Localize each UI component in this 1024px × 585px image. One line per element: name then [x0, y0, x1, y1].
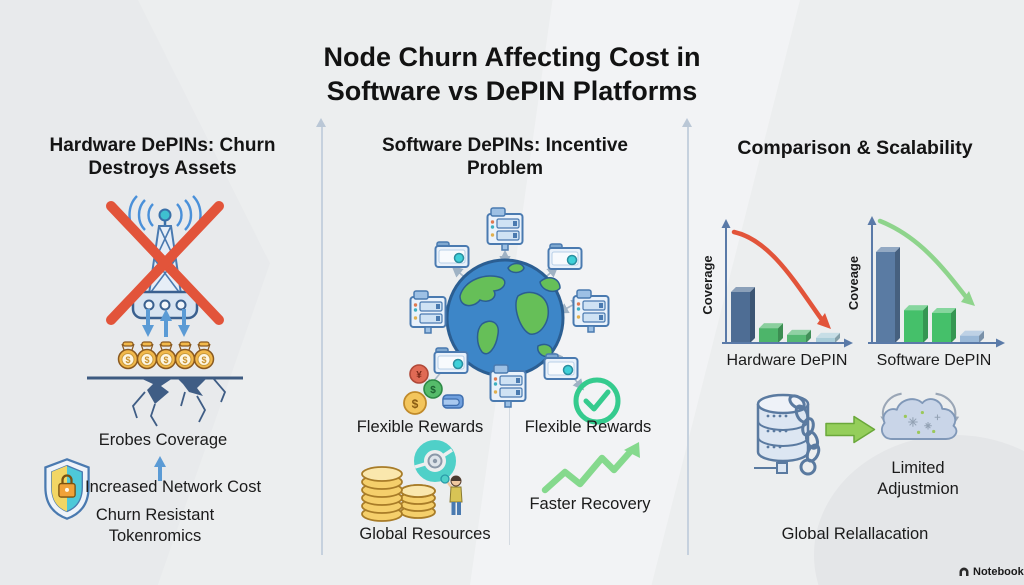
svg-text:$: $	[125, 355, 130, 365]
page-title: Node Churn Affecting Cost in Software vs…	[323, 42, 701, 106]
growth-arrow-icon	[541, 442, 640, 494]
folder-icon	[434, 241, 470, 268]
comparison-section-header: Comparison & Scalability	[737, 137, 973, 159]
red-cross-icon	[106, 201, 224, 325]
flow-arrows-icon	[142, 309, 190, 337]
svg-text:$: $	[412, 397, 419, 411]
sub-divider	[509, 372, 510, 545]
money-bags-icon: $ $ $ $ $	[117, 341, 215, 370]
divider-arrow-icon	[682, 118, 692, 127]
block-arrow-icon	[825, 415, 876, 444]
shield-lock-icon	[44, 458, 90, 520]
global-resources-label: Global Resources	[359, 525, 491, 543]
svg-text:Coverage: Coverage	[700, 255, 715, 314]
server-icon	[489, 364, 527, 408]
hardware-chart-label: Hardware DePIN	[726, 352, 848, 369]
limited-adjustment-label: Limited Adjustmion	[877, 459, 959, 498]
erodes-coverage-label: Erobes Coverage	[98, 431, 228, 449]
cell-tower-crossed-icon	[106, 195, 224, 325]
cracked-ground-icon	[87, 376, 243, 427]
svg-text:$: $	[201, 355, 206, 365]
section-divider	[321, 127, 323, 555]
hardware-depin-chart: Coverage	[700, 219, 853, 348]
flexible-rewards-right-label: Flexible Rewards	[524, 418, 652, 436]
svg-text:Coveage: Coveage	[846, 256, 861, 310]
divider-arrow-icon	[316, 118, 326, 127]
global-network-hub	[409, 207, 610, 408]
global-reallocation-label: Global Relallacation	[781, 525, 929, 543]
cloud-icon	[880, 392, 960, 440]
network-cost-label: Increased Network Cost	[85, 478, 262, 496]
server-icon	[572, 289, 610, 333]
up-arrow-icon	[154, 456, 166, 481]
folder-icon	[547, 243, 583, 270]
donut-chart-icon	[414, 440, 456, 482]
notebooklm-logo-icon	[959, 567, 969, 576]
hardware-section-header: Hardware DePINs: Churn Destroys Assets	[49, 135, 276, 180]
faster-recovery-label: Faster Recovery	[529, 495, 651, 513]
watermark: NotebookL	[958, 566, 1024, 578]
svg-text:$: $	[163, 355, 168, 365]
global-resources-icon	[361, 440, 463, 522]
coins-wallet-icon: ¥ $ $	[403, 364, 464, 415]
flexible-rewards-left-label: Flexible Rewards	[356, 418, 484, 436]
person-icon	[440, 474, 463, 515]
svg-text:¥: ¥	[416, 370, 422, 381]
software-section-header: Software DePINs: Incentive Problem	[381, 135, 629, 180]
section-divider	[687, 127, 689, 555]
svg-text:$: $	[182, 355, 187, 365]
software-chart-label: Software DePIN	[876, 352, 992, 369]
svg-text:$: $	[430, 385, 436, 396]
coin-stack-icon	[361, 466, 436, 522]
radio-waves-icon	[128, 195, 202, 235]
tokenomics-label: Churn Resistant Tokenromics	[95, 506, 215, 545]
svg-text:$: $	[144, 355, 149, 365]
chain-icon	[788, 394, 821, 476]
server-icon	[486, 207, 524, 251]
check-icon	[573, 377, 621, 425]
database-chain-icon	[754, 393, 821, 476]
software-depin-chart: Coveage	[846, 216, 1005, 348]
globe-icon	[445, 258, 565, 378]
server-icon	[409, 290, 447, 334]
watermark-label: NotebookL	[973, 566, 1024, 578]
